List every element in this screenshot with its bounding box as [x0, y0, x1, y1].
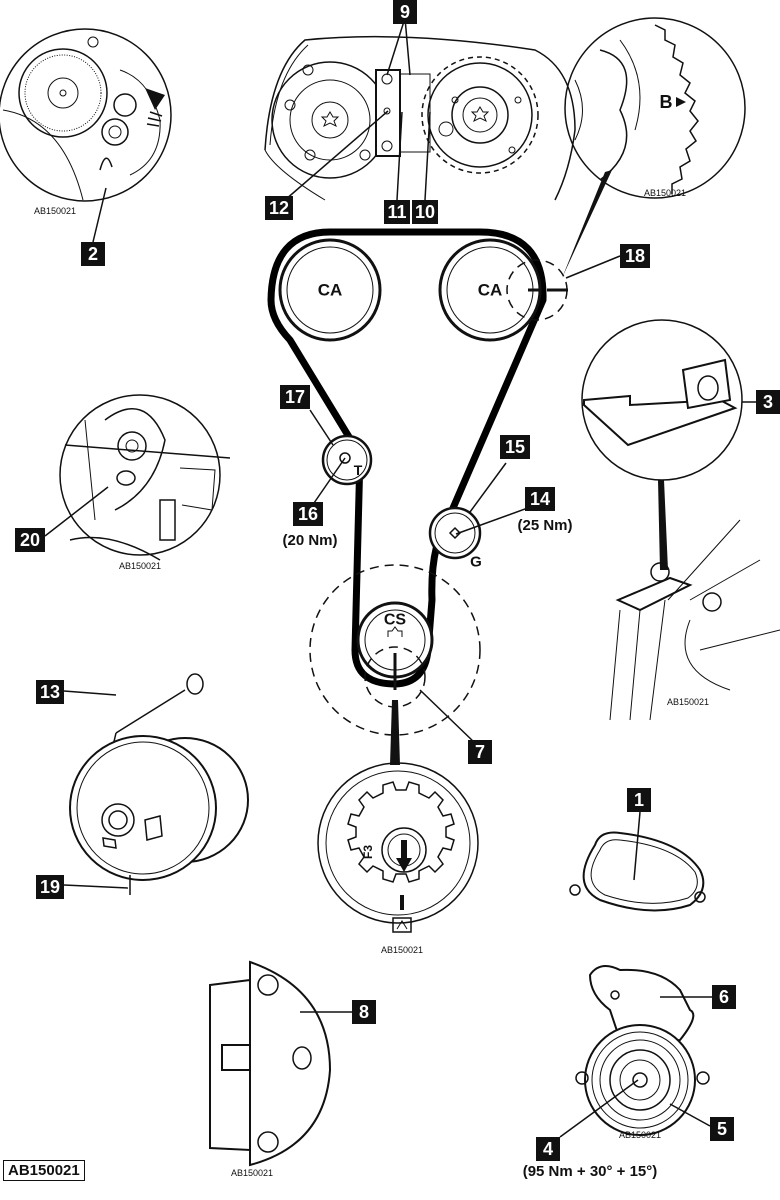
inset-crank-mark-detail: F3 AB150021 — [317, 762, 479, 955]
svg-text:5: 5 — [717, 1119, 727, 1139]
camshaft-pulley-left-label: CA — [318, 281, 343, 300]
torque-crank-bolt: (95 Nm + 30° + 15°) — [523, 1163, 658, 1180]
svg-text:16: 16 — [298, 504, 318, 524]
callout-4: 4 — [536, 1137, 560, 1161]
guide-pulley: G — [428, 506, 482, 571]
svg-text:17: 17 — [285, 387, 305, 407]
inset-locking-plate-detail: AB150021 — [581, 319, 780, 721]
camshaft-pulley-left: CA — [278, 238, 382, 342]
svg-text:14: 14 — [530, 489, 550, 509]
svg-text:19: 19 — [40, 877, 60, 897]
svg-text:1: 1 — [634, 790, 644, 810]
callout-1: 1 — [627, 788, 651, 812]
callout-17: 17 — [280, 385, 310, 409]
inset-reference-code: AB150021 — [619, 1130, 661, 1140]
inset-tensioner-detail: AB150021 — [0, 28, 172, 243]
guide-pulley-label: G — [470, 554, 482, 571]
crankshaft-pulley: CS — [309, 564, 481, 765]
callout-8: 8 — [352, 1000, 376, 1024]
svg-text:13: 13 — [40, 682, 60, 702]
svg-text:11: 11 — [387, 202, 406, 222]
callout-18: 18 — [620, 244, 650, 268]
timing-cover-small — [569, 811, 706, 912]
tensioner-pulley-label: T — [354, 462, 363, 478]
inset-reference-code: AB150021 — [381, 945, 423, 955]
callout-15: 15 — [500, 435, 530, 459]
inset-reference-code: AB150021 — [644, 188, 686, 198]
callout-11: 11 — [384, 200, 410, 224]
inset-tensioner-locking-detail: AB150021 — [44, 394, 231, 571]
torque-guide-bolt: (25 Nm) — [517, 517, 572, 534]
callout-14: 14 — [525, 487, 555, 511]
callout-13: 13 — [36, 680, 64, 704]
camshaft-pulley-right: CA — [438, 238, 568, 342]
torque-tensioner-bolt: (20 Nm) — [282, 532, 337, 549]
crankshaft-pulley-label: CS — [384, 612, 407, 629]
callout-2: 2 — [81, 242, 105, 266]
inset-reference-code: AB150021 — [119, 561, 161, 571]
inset-reference-code: AB150021 — [667, 697, 709, 707]
callout-6: 6 — [712, 985, 736, 1009]
svg-text:3: 3 — [763, 392, 773, 412]
cam-mark-label: B — [660, 92, 673, 112]
figure-reference-code: AB150021 — [3, 1160, 85, 1181]
svg-text:15: 15 — [505, 437, 525, 457]
svg-text:18: 18 — [625, 246, 645, 266]
callout-19: 19 — [36, 875, 64, 899]
inset-cam-mark-detail: B AB150021 — [562, 17, 746, 279]
svg-text:4: 4 — [543, 1139, 553, 1159]
belt-layout: CA CA T G CS — [267, 228, 568, 765]
rear-cover-and-pump: AB150021 — [559, 965, 712, 1140]
callout-10: 10 — [412, 200, 438, 224]
tensioner-pulley: T — [321, 434, 373, 486]
camshaft-locking-detail — [264, 17, 576, 201]
crank-locking-tool: AB150021 — [209, 960, 352, 1178]
svg-text:10: 10 — [415, 202, 435, 222]
inset-reference-code: AB150021 — [231, 1168, 273, 1178]
callout-20: 20 — [15, 528, 45, 552]
tensioner-assembly — [63, 673, 249, 895]
svg-text:12: 12 — [269, 198, 289, 218]
camshaft-pulley-right-label: CA — [478, 281, 503, 300]
svg-text:9: 9 — [400, 2, 410, 22]
callout-12: 12 — [265, 196, 293, 220]
svg-text:7: 7 — [475, 742, 485, 762]
callout-16: 16 — [293, 502, 323, 526]
callout-7: 7 — [468, 740, 492, 764]
callout-3: 3 — [756, 390, 780, 414]
callout-9: 9 — [393, 0, 417, 24]
inset-reference-code: AB150021 — [34, 206, 76, 216]
svg-text:20: 20 — [20, 530, 40, 550]
callout-5: 5 — [710, 1117, 734, 1141]
svg-text:8: 8 — [359, 1002, 369, 1022]
crank-mark-label: F3 — [361, 845, 375, 859]
svg-text:6: 6 — [719, 987, 729, 1007]
svg-text:2: 2 — [88, 244, 98, 264]
timing-belt — [267, 228, 547, 688]
